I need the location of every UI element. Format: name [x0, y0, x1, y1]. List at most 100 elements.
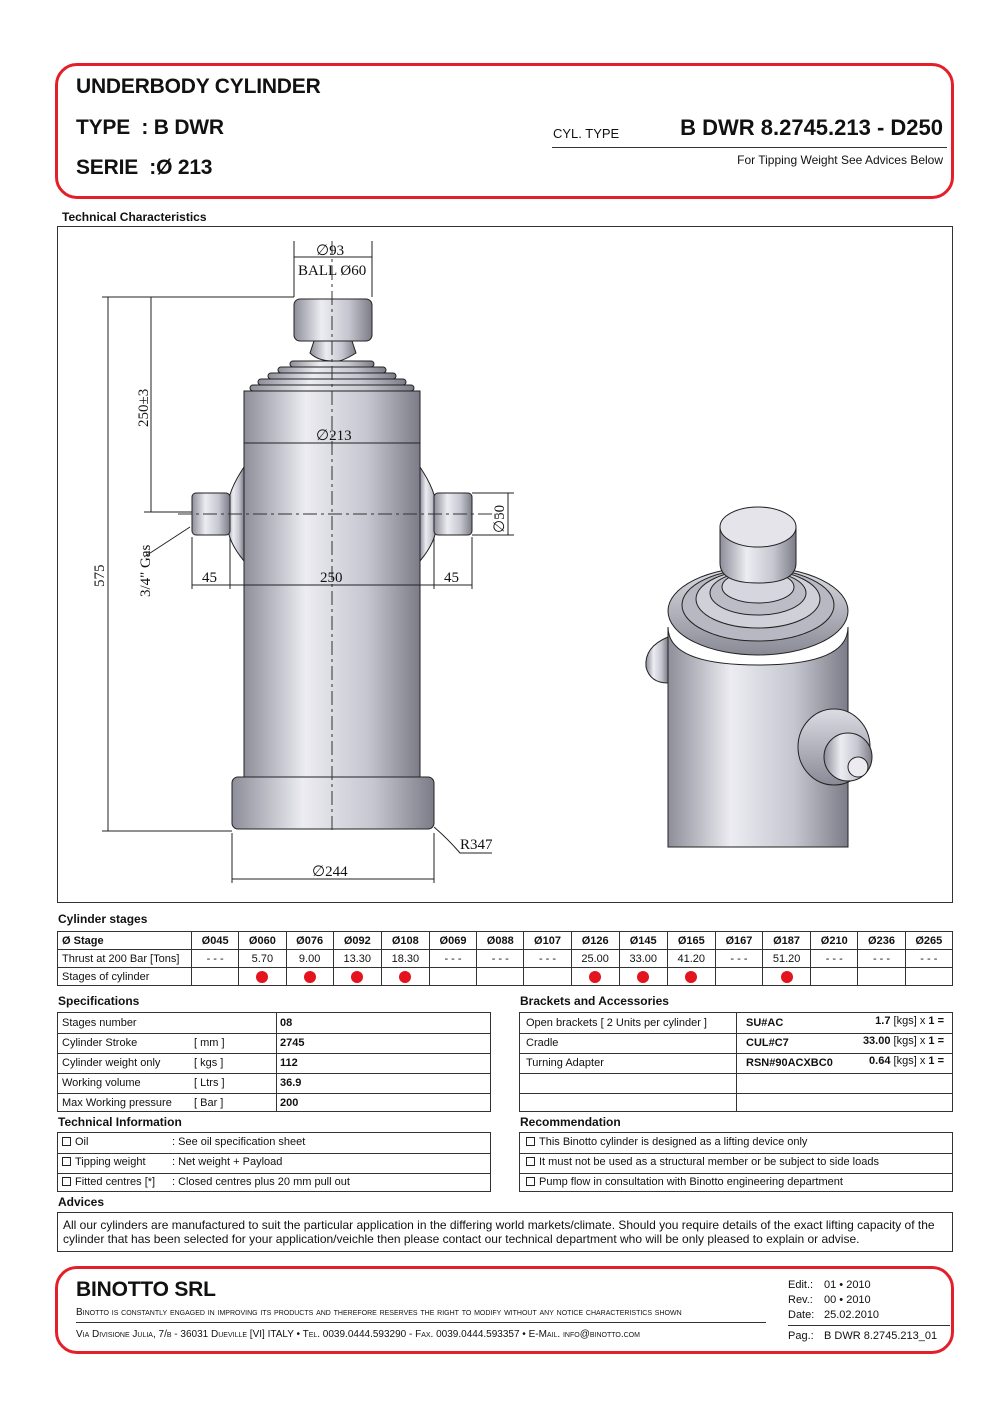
row-label-thrust: Thrust at 200 Bar [Tons]	[57, 949, 192, 968]
spec-label: Working volume	[62, 1077, 141, 1089]
dim-stroke: 250±3	[136, 389, 152, 427]
bracket-weight-unit: [kgs] x	[893, 1015, 926, 1027]
dim-radius: R347	[460, 837, 493, 853]
tech-info-label: Oil	[62, 1136, 88, 1148]
checkbox-icon	[526, 1137, 535, 1146]
stage-col-0: Ø045	[190, 931, 240, 950]
thrust-cell-11: - - -	[714, 949, 764, 968]
stage-col-2: Ø076	[285, 931, 334, 950]
footer-meta: Edit.:01 • 2010 Rev.:00 • 2010 Date:25.0…	[788, 1278, 879, 1323]
thrust-cell-4: 18.30	[380, 949, 430, 968]
footer-rule-left	[76, 1322, 766, 1323]
stage-active-dot	[256, 970, 269, 983]
date-label: Date:	[788, 1309, 815, 1321]
rev-value: 00 • 2010	[824, 1294, 871, 1306]
stage-col-7: Ø107	[523, 931, 572, 950]
tech-info-label: Tipping weight	[62, 1156, 146, 1168]
active-cell-10	[666, 967, 716, 986]
tech-info-label-text: Tipping weight	[75, 1156, 146, 1168]
bracket-qty: 1 =	[928, 1055, 944, 1067]
recommendation-text: It must not be used as a structural memb…	[539, 1156, 879, 1168]
tech-info-value: : See oil specification sheet	[172, 1136, 306, 1148]
active-cell-2	[285, 967, 334, 986]
dim-base-dia: ∅244	[312, 864, 348, 880]
footer-page: Pag.:B DWR 8.2745.213_01	[788, 1330, 937, 1342]
tech-info-label-text: Fitted centres [*]	[75, 1176, 156, 1188]
bracket-weight-unit: [kgs] x	[893, 1035, 926, 1047]
company-name: BINOTTO SRL	[76, 1278, 216, 1301]
footer-disclaimer: Binotto is constantly engaged in improvi…	[76, 1307, 682, 1318]
thrust-cell-0: - - -	[190, 949, 240, 968]
stage-col-14: Ø236	[857, 931, 906, 950]
stages-title: Cylinder stages	[58, 912, 148, 926]
spec-row-divider	[58, 1053, 490, 1054]
active-cell-12	[762, 967, 812, 986]
dim-mid-250: 250	[320, 570, 343, 586]
recommendation-divider	[520, 1173, 952, 1174]
active-cell-14	[857, 967, 906, 986]
spec-value: 112	[280, 1057, 298, 1069]
footer-address: Via Divisione Julia, 7/b - 36031 Duevill…	[76, 1329, 640, 1340]
bracket-code: SU#AC	[746, 1017, 784, 1029]
advices-title: Advices	[58, 1195, 105, 1209]
bracket-col-divider	[736, 1013, 737, 1111]
spec-unit: [ Bar ]	[194, 1097, 224, 1109]
thrust-cell-15: - - -	[904, 949, 954, 968]
row-label-stage: Ø Stage	[57, 931, 192, 950]
active-cell-8	[570, 967, 620, 986]
bracket-label: Turning Adapter	[526, 1057, 604, 1069]
stage-active-dot	[589, 970, 602, 983]
bracket-weight: 33.00 [kgs] x 1 =	[863, 1035, 944, 1047]
tech-char-title: Technical Characteristics	[62, 210, 207, 224]
spec-row-divider	[58, 1093, 490, 1094]
recommendation-text: This Binotto cylinder is designed as a l…	[539, 1136, 808, 1148]
thrust-cell-5: - - -	[428, 949, 478, 968]
thrust-cell-9: 33.00	[618, 949, 668, 968]
tech-info-value: : Net weight + Payload	[172, 1156, 283, 1168]
bracket-label: Open brackets [ 2 Units per cylinder ]	[526, 1017, 707, 1029]
footer-rule-right	[788, 1325, 950, 1326]
header-box	[55, 63, 954, 199]
active-cell-4	[380, 967, 430, 986]
active-stages-row: Stages of cylinder	[57, 967, 954, 986]
thrust-cell-14: - - -	[857, 949, 906, 968]
active-cell-1	[238, 967, 287, 986]
edit-value: 01 • 2010	[824, 1279, 871, 1291]
checkbox-icon	[62, 1157, 71, 1166]
page-title: UNDERBODY CYLINDER	[76, 75, 321, 98]
stage-col-10: Ø165	[666, 931, 716, 950]
thrust-cell-10: 41.20	[666, 949, 716, 968]
bracket-qty: 1 =	[928, 1035, 944, 1047]
bracket-code: CUL#C7	[746, 1037, 789, 1049]
recommendation-divider	[520, 1153, 952, 1154]
spec-row-divider	[58, 1073, 490, 1074]
dim-left-45: 45	[202, 570, 217, 586]
stage-col-11: Ø167	[714, 931, 764, 950]
checkbox-icon	[62, 1177, 71, 1186]
spec-label: Cylinder Stroke	[62, 1037, 138, 1049]
tech-info-label: Fitted centres [*]	[62, 1176, 155, 1188]
active-cell-13	[810, 967, 859, 986]
recommendation-title: Recommendation	[520, 1115, 621, 1129]
stage-col-1: Ø060	[238, 931, 287, 950]
stage-col-3: Ø092	[332, 931, 382, 950]
thrust-cell-6: - - -	[476, 949, 525, 968]
spec-value: 2745	[280, 1037, 305, 1049]
spec-row-divider	[58, 1033, 490, 1034]
tech-info-divider	[58, 1153, 490, 1154]
checkbox-icon	[526, 1177, 535, 1186]
spec-value: 36.9	[280, 1077, 302, 1089]
bracket-weight-value: 33.00	[862, 1035, 891, 1047]
thrust-cell-3: 13.30	[332, 949, 382, 968]
recommendation-text: Pump flow in consultation with Binotto e…	[539, 1176, 843, 1188]
brackets-title: Brackets and Accessories	[520, 994, 669, 1008]
stage-active-dot	[637, 970, 650, 983]
stage-active-dot	[685, 970, 698, 983]
checkbox-icon	[526, 1157, 535, 1166]
cyl-type-value: B DWR 8.2745.213 - D250	[680, 115, 943, 140]
spec-value: 08	[280, 1017, 293, 1029]
neck	[309, 340, 357, 362]
active-cell-11	[714, 967, 764, 986]
